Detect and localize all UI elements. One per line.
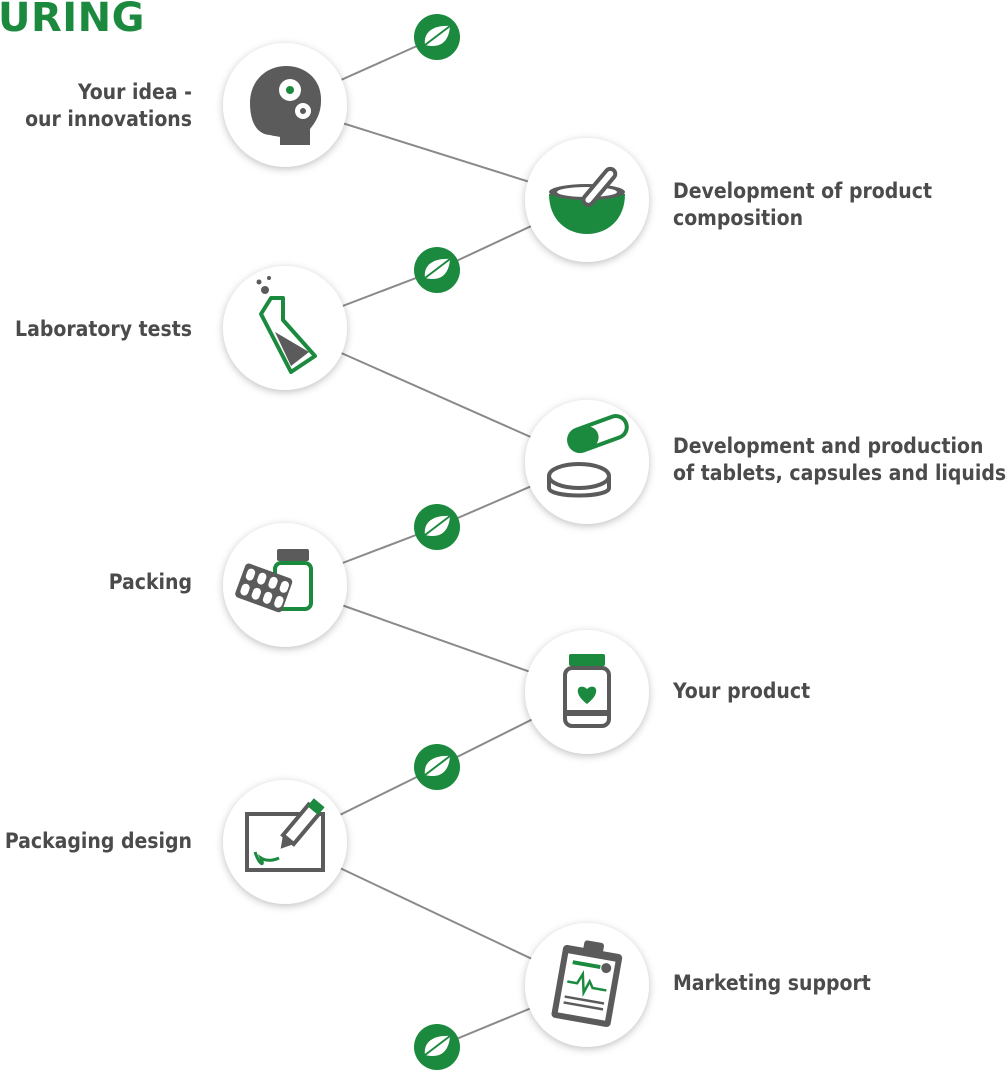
- step-label-line: Marketing support: [673, 971, 871, 995]
- leaf-icon: [414, 1024, 460, 1070]
- step-label-line: our innovations: [25, 107, 192, 131]
- design-pen-icon: [245, 798, 325, 872]
- step-label-line: Your idea -: [77, 80, 192, 104]
- step-label-7: Packaging design: [5, 828, 192, 855]
- head-gears-icon: [250, 66, 322, 145]
- leaf-icon: [414, 504, 460, 550]
- step-label-line: Your product: [673, 679, 811, 703]
- step-label-line: Development and production: [673, 434, 984, 458]
- step-label-2: Development of product composition: [673, 178, 932, 232]
- product-jar-icon: [563, 654, 611, 728]
- step-label-line: Development of product: [673, 179, 932, 203]
- page-heading: URING: [0, 0, 145, 41]
- step-label-3: Laboratory tests: [15, 316, 192, 343]
- step-label-5: Packing: [109, 569, 192, 596]
- clipboard-chart-icon: [551, 940, 623, 1027]
- leaf-icon: [414, 744, 460, 790]
- tablet-capsule-icon: [547, 414, 629, 498]
- leaf-icon: [414, 247, 460, 293]
- step-label-line: composition: [673, 206, 804, 230]
- step-label-line: of tablets, capsules and liquids: [673, 461, 1007, 485]
- step-label-line: Packing: [108, 570, 192, 594]
- step-label-1: Your idea - our innovations: [25, 79, 192, 133]
- step-label-4: Development and production of tablets, ca…: [673, 433, 1006, 487]
- bottle-blister-icon: [235, 549, 313, 613]
- step-label-line: Laboratory tests: [15, 317, 192, 341]
- step-label-line: Packaging design: [4, 829, 192, 853]
- leaf-markers: [414, 14, 460, 1070]
- step-label-8: Marketing support: [673, 970, 871, 997]
- step-label-6: Your product: [673, 678, 810, 705]
- leaf-icon: [414, 14, 460, 60]
- step-circle: [525, 400, 649, 524]
- step-circle: [223, 266, 347, 390]
- lab-flask-icon: [256, 276, 317, 374]
- mortar-pestle-icon: [549, 166, 625, 234]
